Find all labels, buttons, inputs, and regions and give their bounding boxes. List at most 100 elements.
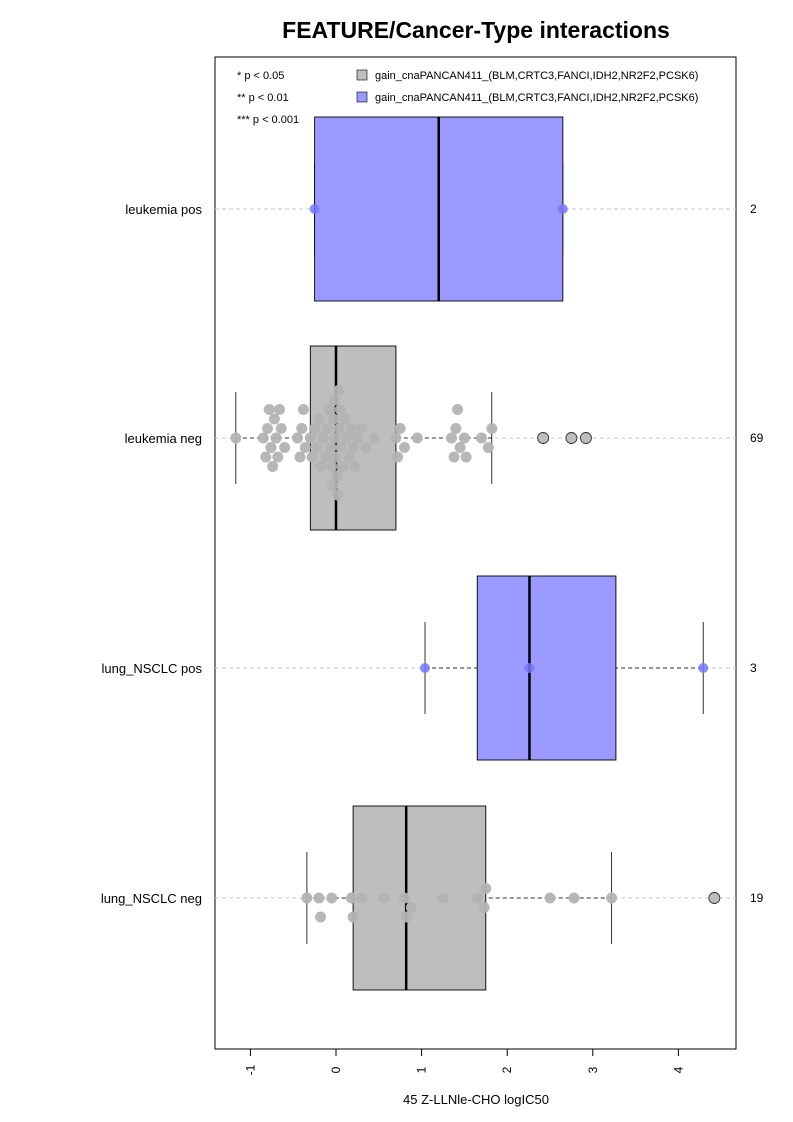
data-point (291, 432, 303, 444)
data-point (327, 480, 339, 491)
data-point (309, 204, 320, 214)
data-point (454, 442, 466, 453)
count-label: 2 (750, 202, 757, 216)
outlier-point (537, 432, 550, 444)
data-point (398, 892, 410, 904)
data-point (296, 423, 308, 434)
data-point (313, 413, 325, 425)
data-point (606, 892, 618, 904)
data-point (400, 911, 412, 923)
data-point (333, 423, 345, 434)
data-point (340, 432, 352, 444)
data-point (411, 432, 423, 444)
data-point (544, 892, 556, 904)
data-point (262, 423, 274, 434)
data-point (345, 892, 357, 904)
data-point (349, 461, 361, 472)
data-point (452, 404, 464, 415)
data-point (480, 883, 492, 894)
data-point (309, 423, 321, 434)
data-point (337, 461, 349, 472)
data-point (331, 470, 343, 482)
significance-legend-item: *** p < 0.001 (237, 114, 299, 126)
data-point (321, 423, 333, 434)
data-point (343, 451, 355, 463)
data-point (356, 892, 368, 904)
grid-lines (215, 208, 736, 899)
data-point (230, 432, 242, 444)
data-point (329, 432, 341, 444)
data-point (369, 432, 381, 444)
data-points (230, 204, 721, 923)
data-point (334, 404, 346, 415)
category-labels: leukemia pos leukemia neg lung_NSCLC pos lu… (101, 202, 203, 906)
category-label: leukemia neg (125, 431, 202, 446)
significance-legend-item: * p < 0.05 (237, 70, 284, 82)
count-label: 19 (750, 891, 764, 905)
data-point (458, 432, 470, 444)
x-tick-label: 4 (671, 1066, 685, 1073)
x-tick-label: 2 (500, 1066, 514, 1073)
category-label: lung_NSCLC neg (101, 891, 202, 906)
data-point (328, 394, 340, 406)
category-label: leukemia pos (125, 202, 202, 217)
data-point (333, 385, 345, 396)
data-point (299, 442, 311, 453)
data-point (311, 442, 323, 453)
legend-swatch (356, 91, 368, 103)
data-point (405, 902, 417, 913)
data-point (460, 451, 472, 463)
significance-legend-item: ** p < 0.01 (237, 92, 289, 104)
data-point (315, 461, 327, 472)
data-point (420, 663, 431, 673)
data-point (323, 404, 335, 415)
box (352, 805, 487, 991)
data-point (326, 461, 338, 472)
outlier-point (565, 432, 578, 444)
data-point (327, 413, 339, 425)
data-point (315, 911, 327, 923)
data-point (325, 442, 337, 453)
count-label: 3 (750, 661, 757, 675)
data-point (268, 413, 280, 425)
data-point (272, 451, 284, 463)
x-axis-title: 45 Z-LLNle-CHO logIC50 (403, 1092, 549, 1107)
data-point (267, 461, 279, 472)
data-point (330, 451, 342, 463)
count-label: 69 (750, 431, 764, 445)
outlier-point (580, 432, 592, 444)
data-point (263, 404, 275, 415)
chart-title: FEATURE/Cancer-Type interactions (282, 17, 670, 43)
data-point (345, 423, 357, 434)
x-tick-label: 3 (586, 1066, 600, 1073)
data-point (394, 423, 406, 434)
category-label: lung_NSCLC pos (102, 661, 203, 676)
data-point (260, 451, 272, 463)
data-point (476, 432, 488, 444)
outlier-point (708, 892, 721, 904)
data-point (478, 902, 490, 913)
data-point (332, 489, 344, 501)
data-point (317, 432, 329, 444)
data-point (568, 892, 580, 904)
data-point (471, 892, 483, 904)
data-point (306, 451, 318, 463)
data-point (304, 432, 316, 444)
legend: * p < 0.05** p < 0.01*** p < 0.001gain_c… (237, 69, 698, 126)
data-point (347, 911, 359, 923)
x-tick-label: -1 (243, 1064, 257, 1075)
data-point (356, 423, 368, 434)
data-point (390, 432, 402, 444)
data-point (257, 432, 269, 444)
data-point (450, 423, 462, 434)
box (476, 575, 617, 761)
data-point (698, 663, 709, 673)
data-point (524, 663, 535, 673)
data-point (351, 432, 363, 444)
count-labels: 2 69 3 19 (750, 202, 764, 905)
x-tick-label: 0 (329, 1066, 343, 1073)
data-point (274, 404, 286, 415)
data-point (392, 451, 404, 463)
data-point (335, 442, 347, 453)
